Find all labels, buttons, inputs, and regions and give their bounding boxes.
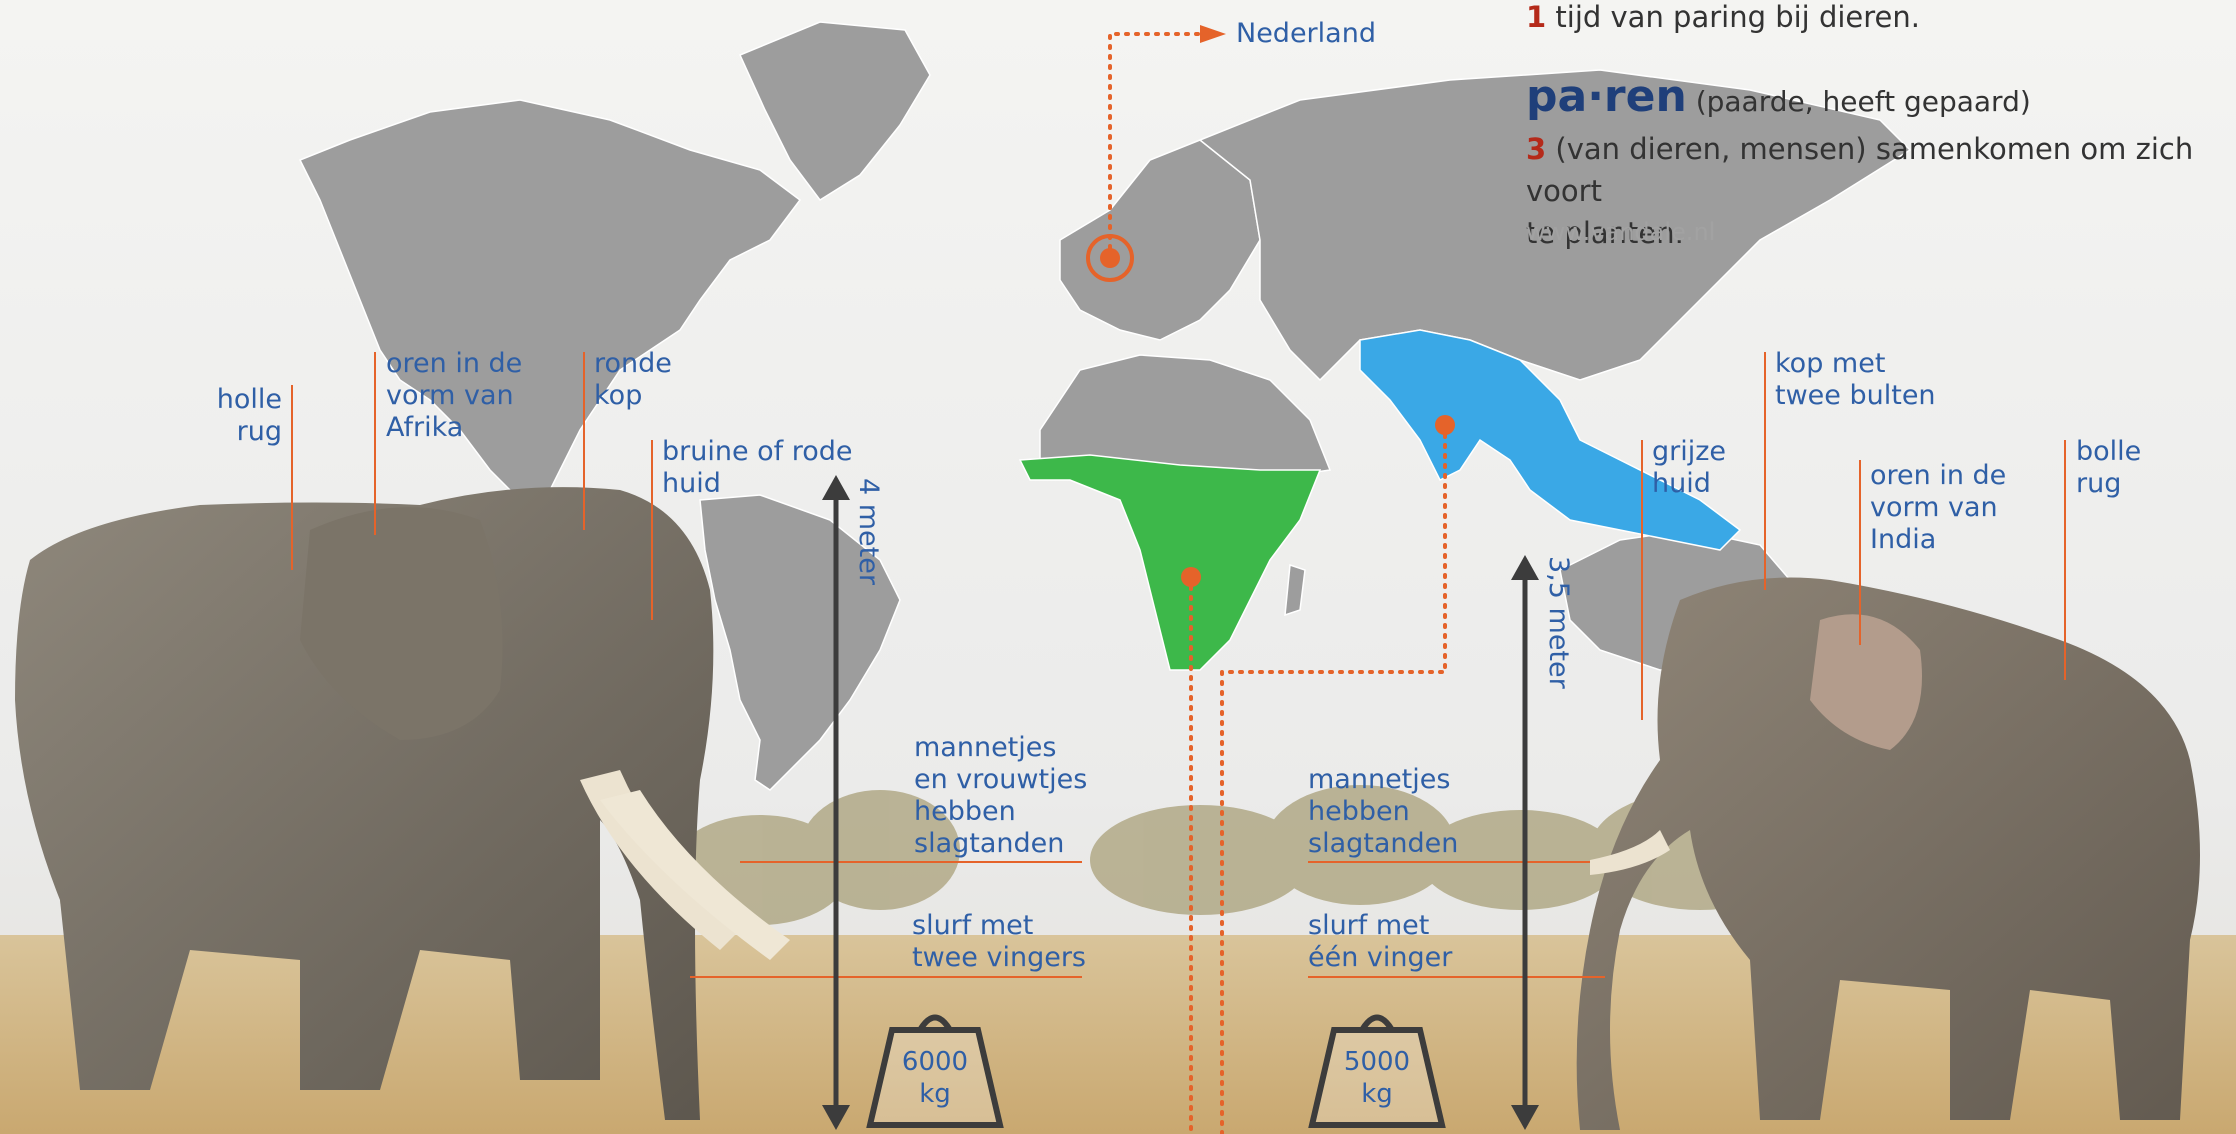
weight-african: 6000 kg (865, 1046, 1005, 1110)
height-arrow-asian (1511, 555, 1539, 1130)
weight-icon-asian (1308, 1014, 1446, 1128)
label-brown-skin: bruine of rode huid (662, 436, 853, 499)
north-america (298, 99, 802, 512)
label-tusks-both: mannetjes en vrouwtjes hebben slagtanden (914, 732, 1088, 859)
headword-forms: (paarde, heeft gepaard) (1695, 85, 2031, 118)
south-america (699, 494, 901, 791)
weight-african-value: 6000 (901, 1047, 969, 1077)
sense-text-3b: te planten. (1526, 216, 1684, 250)
label-round-back: bolle rug (2076, 436, 2142, 499)
label-height-african: 4 meter (853, 478, 884, 585)
sense-text-3a: (van dieren, mensen) samenkomen om zich … (1526, 132, 2194, 208)
weight-african-unit: kg (919, 1079, 951, 1109)
africa-range (1018, 454, 1322, 671)
label-round-head: ronde kop (594, 348, 672, 411)
label-tusks-males: mannetjes hebben slagtanden (1308, 764, 1459, 859)
label-trunk-two-fingers: slurf met twee vingers (912, 910, 1086, 973)
asian-elephant-figure (1576, 577, 2200, 1130)
label-height-asian: 3,5 meter (1543, 556, 1574, 689)
routes (1108, 32, 1447, 1134)
label-hollow-back: holle rug (216, 384, 282, 447)
asia (1198, 69, 1912, 382)
europe (1059, 139, 1261, 341)
weight-asian: 5000 kg (1307, 1046, 1447, 1110)
headword: pa·ren (1526, 71, 1687, 122)
weight-icon-african (866, 1014, 1004, 1128)
dictionary-sense-3: 3 (van dieren, mensen) samenkomen om zic… (1526, 128, 2236, 254)
sense-text-1: tijd van paring bij dieren. (1555, 0, 1920, 34)
sense-number-3: 3 (1526, 132, 1547, 166)
madagascar (1284, 563, 1306, 617)
weight-asian-unit: kg (1361, 1079, 1393, 1109)
netherlands-marker (1100, 248, 1120, 268)
leader-lines (291, 352, 2066, 978)
african-elephant-figure (15, 487, 790, 1121)
height-arrow-african (822, 475, 850, 1130)
label-trunk-one-finger: slurf met één vinger (1308, 910, 1453, 973)
label-ears-africa: oren in de vorm van Afrika (386, 348, 523, 443)
netherlands-label: Nederland (1236, 18, 1376, 49)
asia-range (1359, 329, 1742, 551)
label-grey-skin: grijze huid (1652, 436, 1727, 499)
dictionary-source: www.vandale.nl (1526, 218, 1716, 246)
weight-asian-value: 5000 (1343, 1047, 1411, 1077)
dictionary-line-1: 1 tijd van paring bij dieren. (1526, 0, 1920, 34)
india-marker (1435, 415, 1455, 435)
netherlands-ring (1086, 234, 1134, 282)
africa-marker (1181, 567, 1201, 587)
label-ears-india: oren in de vorm van India (1870, 460, 2007, 555)
dictionary-headword-line: pa·ren (paarde, heeft gepaard) (1526, 72, 2031, 127)
label-head-two-bumps: kop met twee bulten (1775, 348, 1936, 411)
sense-number-1: 1 (1526, 0, 1547, 34)
greenland (738, 21, 931, 202)
world-map (298, 21, 1912, 791)
arrow-head (1200, 25, 1226, 43)
